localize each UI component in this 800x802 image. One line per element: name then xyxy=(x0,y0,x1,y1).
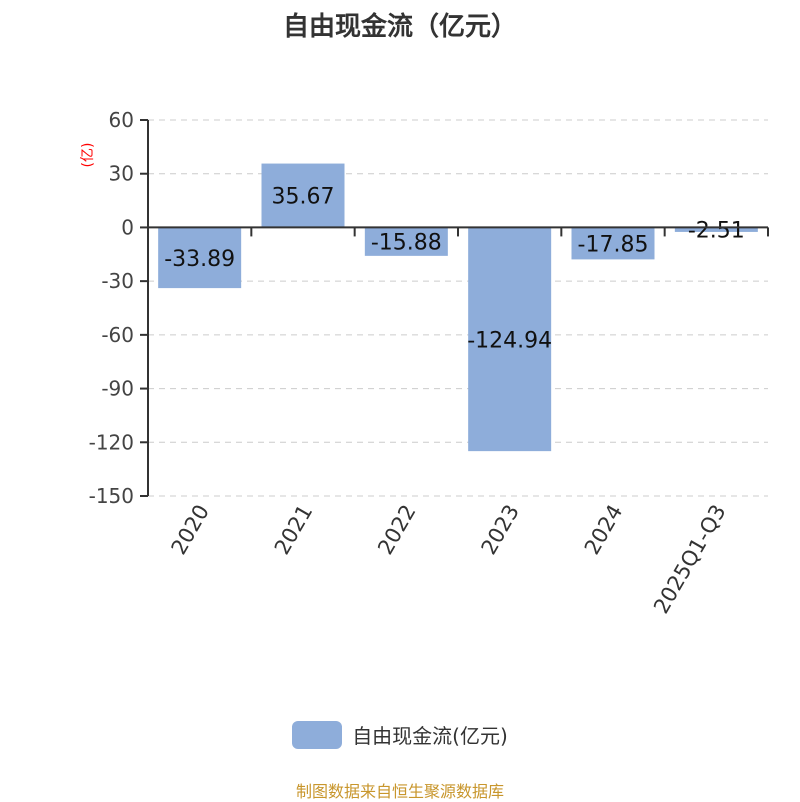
y-tick-label: -90 xyxy=(101,377,134,401)
bar xyxy=(158,227,242,289)
chart-title: 自由现金流（亿元） xyxy=(282,12,517,42)
y-tick-label: -120 xyxy=(89,430,134,454)
y-axis-unit: (亿) xyxy=(80,143,96,168)
bar xyxy=(364,227,448,256)
x-tick-label: 2023 xyxy=(476,501,524,559)
bar-value-label: -2.51 xyxy=(688,219,745,244)
bar xyxy=(261,163,345,228)
legend-label: 自由现金流(亿元) xyxy=(352,724,508,748)
y-tick-label: -150 xyxy=(89,484,134,508)
bar xyxy=(468,227,552,452)
bar-value-label: -33.89 xyxy=(164,247,235,272)
x-tick-label: 2022 xyxy=(373,501,421,559)
legend[interactable]: 自由现金流(亿元) xyxy=(0,720,800,749)
x-tick-label: 2021 xyxy=(270,501,318,559)
bar-value-label: -15.88 xyxy=(371,231,442,256)
bar xyxy=(674,227,758,232)
bar-value-label: -17.85 xyxy=(578,232,649,257)
bar-value-label: -124.94 xyxy=(467,328,552,353)
x-tick-label: 2024 xyxy=(580,501,628,559)
y-tick-label: -30 xyxy=(101,269,134,293)
legend-swatch[interactable] xyxy=(292,720,343,749)
x-tick-label: 2020 xyxy=(166,501,214,559)
x-tick-label: 2025Q1-Q3 xyxy=(649,501,731,618)
bar-value-label: 35.67 xyxy=(272,184,335,209)
y-tick-label: 30 xyxy=(109,162,134,186)
y-tick-label: 0 xyxy=(121,215,134,239)
source-note: 制图数据来自恒生聚源数据库 xyxy=(295,782,504,801)
bar xyxy=(571,227,655,260)
y-tick-label: -60 xyxy=(101,323,134,347)
y-tick-label: 60 xyxy=(109,108,134,132)
